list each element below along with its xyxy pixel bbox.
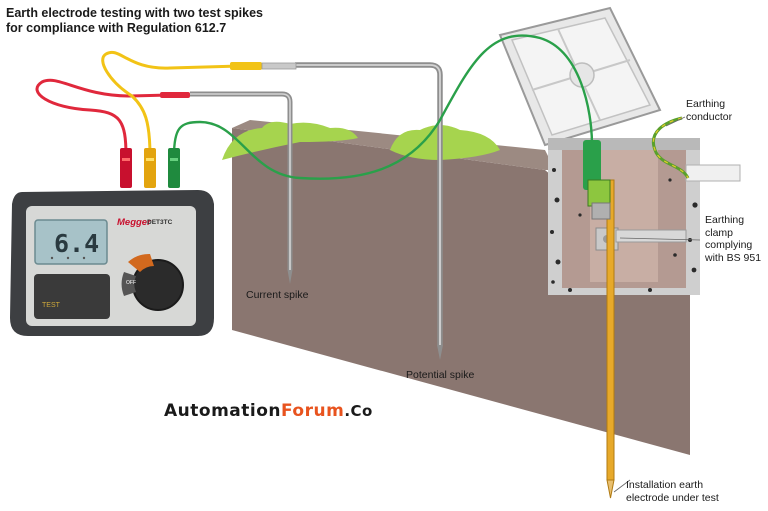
installation-earth-electrode xyxy=(606,179,615,481)
installation-electrode-label: Installation earth electrode under test xyxy=(626,479,719,504)
test-button-label: TEST xyxy=(42,302,60,309)
inspection-pit xyxy=(548,138,741,295)
installation-electrode-line-1: Installation earth xyxy=(626,479,704,491)
installation-electrode-line-2: electrode under test xyxy=(626,491,719,504)
earthing-clamp-line-3: complying xyxy=(705,239,753,251)
dial-mark-off: OFF xyxy=(126,280,136,286)
meter-plugs xyxy=(120,148,180,188)
red-test-lead xyxy=(35,78,171,157)
earthing-conductor-label: Earthing conductor xyxy=(686,98,732,123)
watermark-logo: AutomationForum.Co xyxy=(164,401,373,421)
meter-reading: 6.4 xyxy=(54,229,100,258)
leader-lines xyxy=(613,116,701,493)
meter-brand-label: Megger xyxy=(117,217,151,228)
watermark-part-1: Automation xyxy=(164,401,281,421)
inspection-pit-lid xyxy=(498,6,662,147)
earthing-conductor-line-1: Earthing xyxy=(686,98,726,110)
yellow-lead-plug xyxy=(230,62,262,70)
potential-spike xyxy=(295,62,443,360)
yellow-test-lead xyxy=(101,51,241,157)
red-lead-plug xyxy=(160,92,190,98)
meter-model-label: DET3TC xyxy=(147,219,173,226)
earthing-conductor-line-2: conductor xyxy=(686,110,733,123)
lcd-display xyxy=(34,219,108,265)
earthing-clamp-line-2: clamp xyxy=(705,226,734,239)
potential-spike-label: Potential spike xyxy=(406,369,475,381)
watermark-part-3: .Co xyxy=(344,402,373,420)
green-test-lead xyxy=(172,34,594,180)
current-spike xyxy=(190,91,293,284)
current-spike-label: Current spike xyxy=(246,289,309,301)
megger-meter xyxy=(10,190,214,336)
earthing-clamp-label: Earthing clamp complying with BS 951 xyxy=(705,214,761,264)
earthing-clamp-line-4: with BS 951 xyxy=(705,251,762,264)
electrode-connector-clip xyxy=(583,140,611,220)
watermark-part-2: Forum xyxy=(281,401,345,421)
title-line-2: for compliance with Regulation 612.7 xyxy=(6,21,227,35)
diagram-title: Earth electrode testing with two test sp… xyxy=(6,6,263,36)
title-line-1: Earth electrode testing with two test sp… xyxy=(6,6,264,20)
earthing-clamp-line-1: Earthing xyxy=(705,214,745,226)
